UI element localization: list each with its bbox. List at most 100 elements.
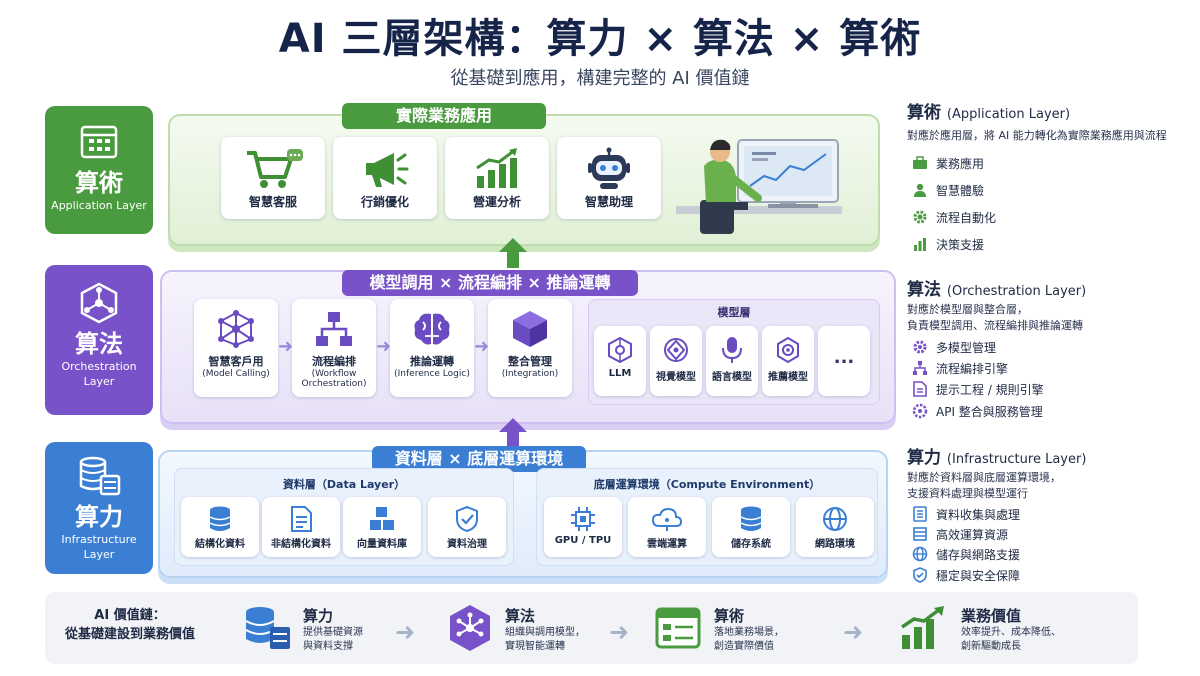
flow-arrow-icon: ➜ [278, 336, 294, 357]
compute-title: 底層運算環境（Compute Environment） [593, 478, 821, 491]
right-orc-item: 流程編排引擎 [912, 359, 1008, 377]
database-server-icon [241, 602, 293, 654]
model-card-label: LLM [608, 368, 632, 379]
vc-step-desc1: 效率提升、成本降低、 [961, 627, 1061, 638]
right-app-item-label: 智慧體驗 [936, 183, 985, 198]
right-inf-desc2: 支援資料處理與模型運行 [907, 487, 1028, 500]
orc-card-workflow[interactable]: 流程編排 (Workflow Orchestration) [292, 299, 376, 397]
vc-step-desc: 組織與調用模型，實現智能運轉 [505, 626, 585, 654]
right-app-title: 算術 (Application Layer) [907, 98, 1070, 123]
data-card-vector[interactable]: 向量資料庫 [343, 497, 421, 557]
globe-icon [912, 546, 928, 562]
network-graph-icon [194, 307, 278, 351]
app-card-assistant[interactable]: 智慧助理 [557, 137, 661, 219]
right-app-item: 智慧體驗 [912, 181, 984, 199]
right-inf-title: 算力 (Infrastructure Layer) [907, 443, 1086, 468]
right-inf-title-text: 算力 [907, 448, 941, 468]
flowchart-icon [912, 360, 928, 376]
model-card-label: 推薦模型 [768, 372, 808, 383]
compute-card-storage[interactable]: 儲存系統 [712, 497, 790, 557]
model-card-more[interactable]: ... [818, 326, 870, 396]
right-orc-item-label: 流程編排引擎 [936, 361, 1009, 376]
database-server-icon [77, 454, 121, 498]
model-card-language[interactable]: 語言模型 [706, 326, 758, 396]
value-chain-label1: AI 價值鏈： [94, 608, 166, 623]
right-app-item: 業務應用 [912, 154, 984, 172]
right-orc-item: API 整合與服務管理 [912, 402, 1043, 420]
right-inf-item: 高效運算資源 [912, 525, 1008, 543]
megaphone-icon [333, 145, 437, 193]
model-card-label: 語言模型 [712, 372, 752, 383]
vc-step-desc2: 實現智能運轉 [505, 641, 565, 652]
microphone-icon [706, 332, 758, 368]
data-card-unstructured[interactable]: 非結構化資料 [262, 497, 340, 557]
network-node-icon [444, 602, 496, 654]
right-inf-item-label: 資料收集與處理 [936, 507, 1021, 522]
right-app-desc: 對應於應用層，將 AI 能力轉化為實際業務應用與流程 [907, 129, 1167, 142]
page-subtitle: 從基礎到應用，構建完整的 AI 價值鏈 [450, 68, 750, 89]
app-window-icon [77, 120, 121, 164]
app-card-operations[interactable]: 營運分析 [445, 137, 549, 219]
right-app-item-label: 業務應用 [936, 156, 985, 171]
model-card-recommend[interactable]: 推薦模型 [762, 326, 814, 396]
orc-card-label: 整合管理 [508, 355, 552, 368]
right-orc-desc1: 對應於模型層與整合層， [907, 303, 1028, 316]
orc-badge-sub1: Orchestration [61, 360, 137, 373]
flow-arrow-icon: ➜ [395, 618, 416, 646]
growth-chart-icon [896, 602, 948, 654]
vc-step-name: 算術 [714, 607, 745, 625]
right-app-item-label: 流程自動化 [936, 210, 997, 225]
right-orc-item-label: 提示工程 / 規則引擎 [936, 382, 1044, 397]
database-icon [181, 503, 259, 535]
compute-card-cloud[interactable]: 雲端運算 [628, 497, 706, 557]
orc-badge-name: 算法 [75, 330, 123, 358]
orc-card-label: 流程編排 [312, 355, 356, 368]
inf-card-label: 資料治理 [447, 539, 487, 550]
app-card-marketing[interactable]: 行銷優化 [333, 137, 437, 219]
more-ellipsis-icon: ... [833, 346, 855, 368]
orc-badge-sub2: Layer [83, 375, 115, 388]
right-app-title-text: 算術 [907, 103, 941, 123]
orc-card-sub: (Model Calling) [202, 369, 270, 379]
orc-card-sub1: (Workflow [311, 369, 357, 379]
vision-icon [650, 332, 702, 368]
right-orc-title-text: 算法 [907, 280, 941, 300]
app-card-customer-service[interactable]: 智慧客服 [221, 137, 325, 219]
orc-card-inference[interactable]: 推論運轉 (Inference Logic) [390, 299, 474, 397]
orc-card-sub2: Orchestration) [301, 379, 367, 389]
robot-icon [557, 145, 661, 193]
compute-card-gpu[interactable]: GPU / TPU [544, 497, 622, 557]
orc-card-model-calling[interactable]: 智慧客戶用 (Model Calling) [194, 299, 278, 397]
orc-card-integration[interactable]: 整合管理 (Integration) [488, 299, 572, 397]
page-title: AI 三層架構：算力 × 算法 × 算術 [278, 16, 922, 62]
orc-card-label: 推論運轉 [410, 355, 454, 368]
vc-step-desc1: 落地業務場景， [714, 627, 784, 638]
value-chain-label: AI 價值鏈： 從基礎建設到業務價值 [55, 606, 205, 644]
app-card-label: 營運分析 [472, 195, 521, 209]
up-arrow-icon [499, 418, 527, 448]
inf-layer-badge: 算力 Infrastructure Layer [45, 442, 153, 574]
vc-step-name: 算法 [505, 607, 536, 625]
compute-card-network[interactable]: 網路環境 [796, 497, 874, 557]
right-app-item: 流程自動化 [912, 208, 996, 226]
right-orc-desc2: 負責模型調用、流程編排與推論運轉 [907, 319, 1083, 332]
inf-card-label: 結構化資料 [195, 539, 245, 550]
app-badge-name: 算術 [75, 169, 123, 197]
vc-step-desc: 效率提升、成本降低、創新驅動成長 [961, 626, 1061, 654]
model-card-vision[interactable]: 視覺模型 [650, 326, 702, 396]
app-card-label: 智慧助理 [584, 195, 633, 209]
value-chain-label2: 從基礎建設到業務價值 [64, 627, 195, 642]
orc-card-sub: (Integration) [501, 369, 559, 379]
inf-card-label: GPU / TPU [554, 535, 612, 546]
data-card-structured[interactable]: 結構化資料 [181, 497, 259, 557]
vc-step-desc: 落地業務場景，創造實際價值 [714, 626, 784, 654]
data-card-governance[interactable]: 資料治理 [428, 497, 506, 557]
document-edit-icon [912, 381, 928, 397]
model-card-llm[interactable]: LLM [594, 326, 646, 396]
right-inf-item: 儲存與網路支援 [912, 545, 1020, 563]
growth-chart-icon [445, 145, 549, 193]
shield-check-icon [428, 503, 506, 535]
vc-step-name: 算力 [303, 607, 334, 625]
vc-step-desc: 提供基礎資源與資料支撐 [303, 626, 363, 654]
inf-badge-sub1: Infrastructure [61, 533, 137, 546]
